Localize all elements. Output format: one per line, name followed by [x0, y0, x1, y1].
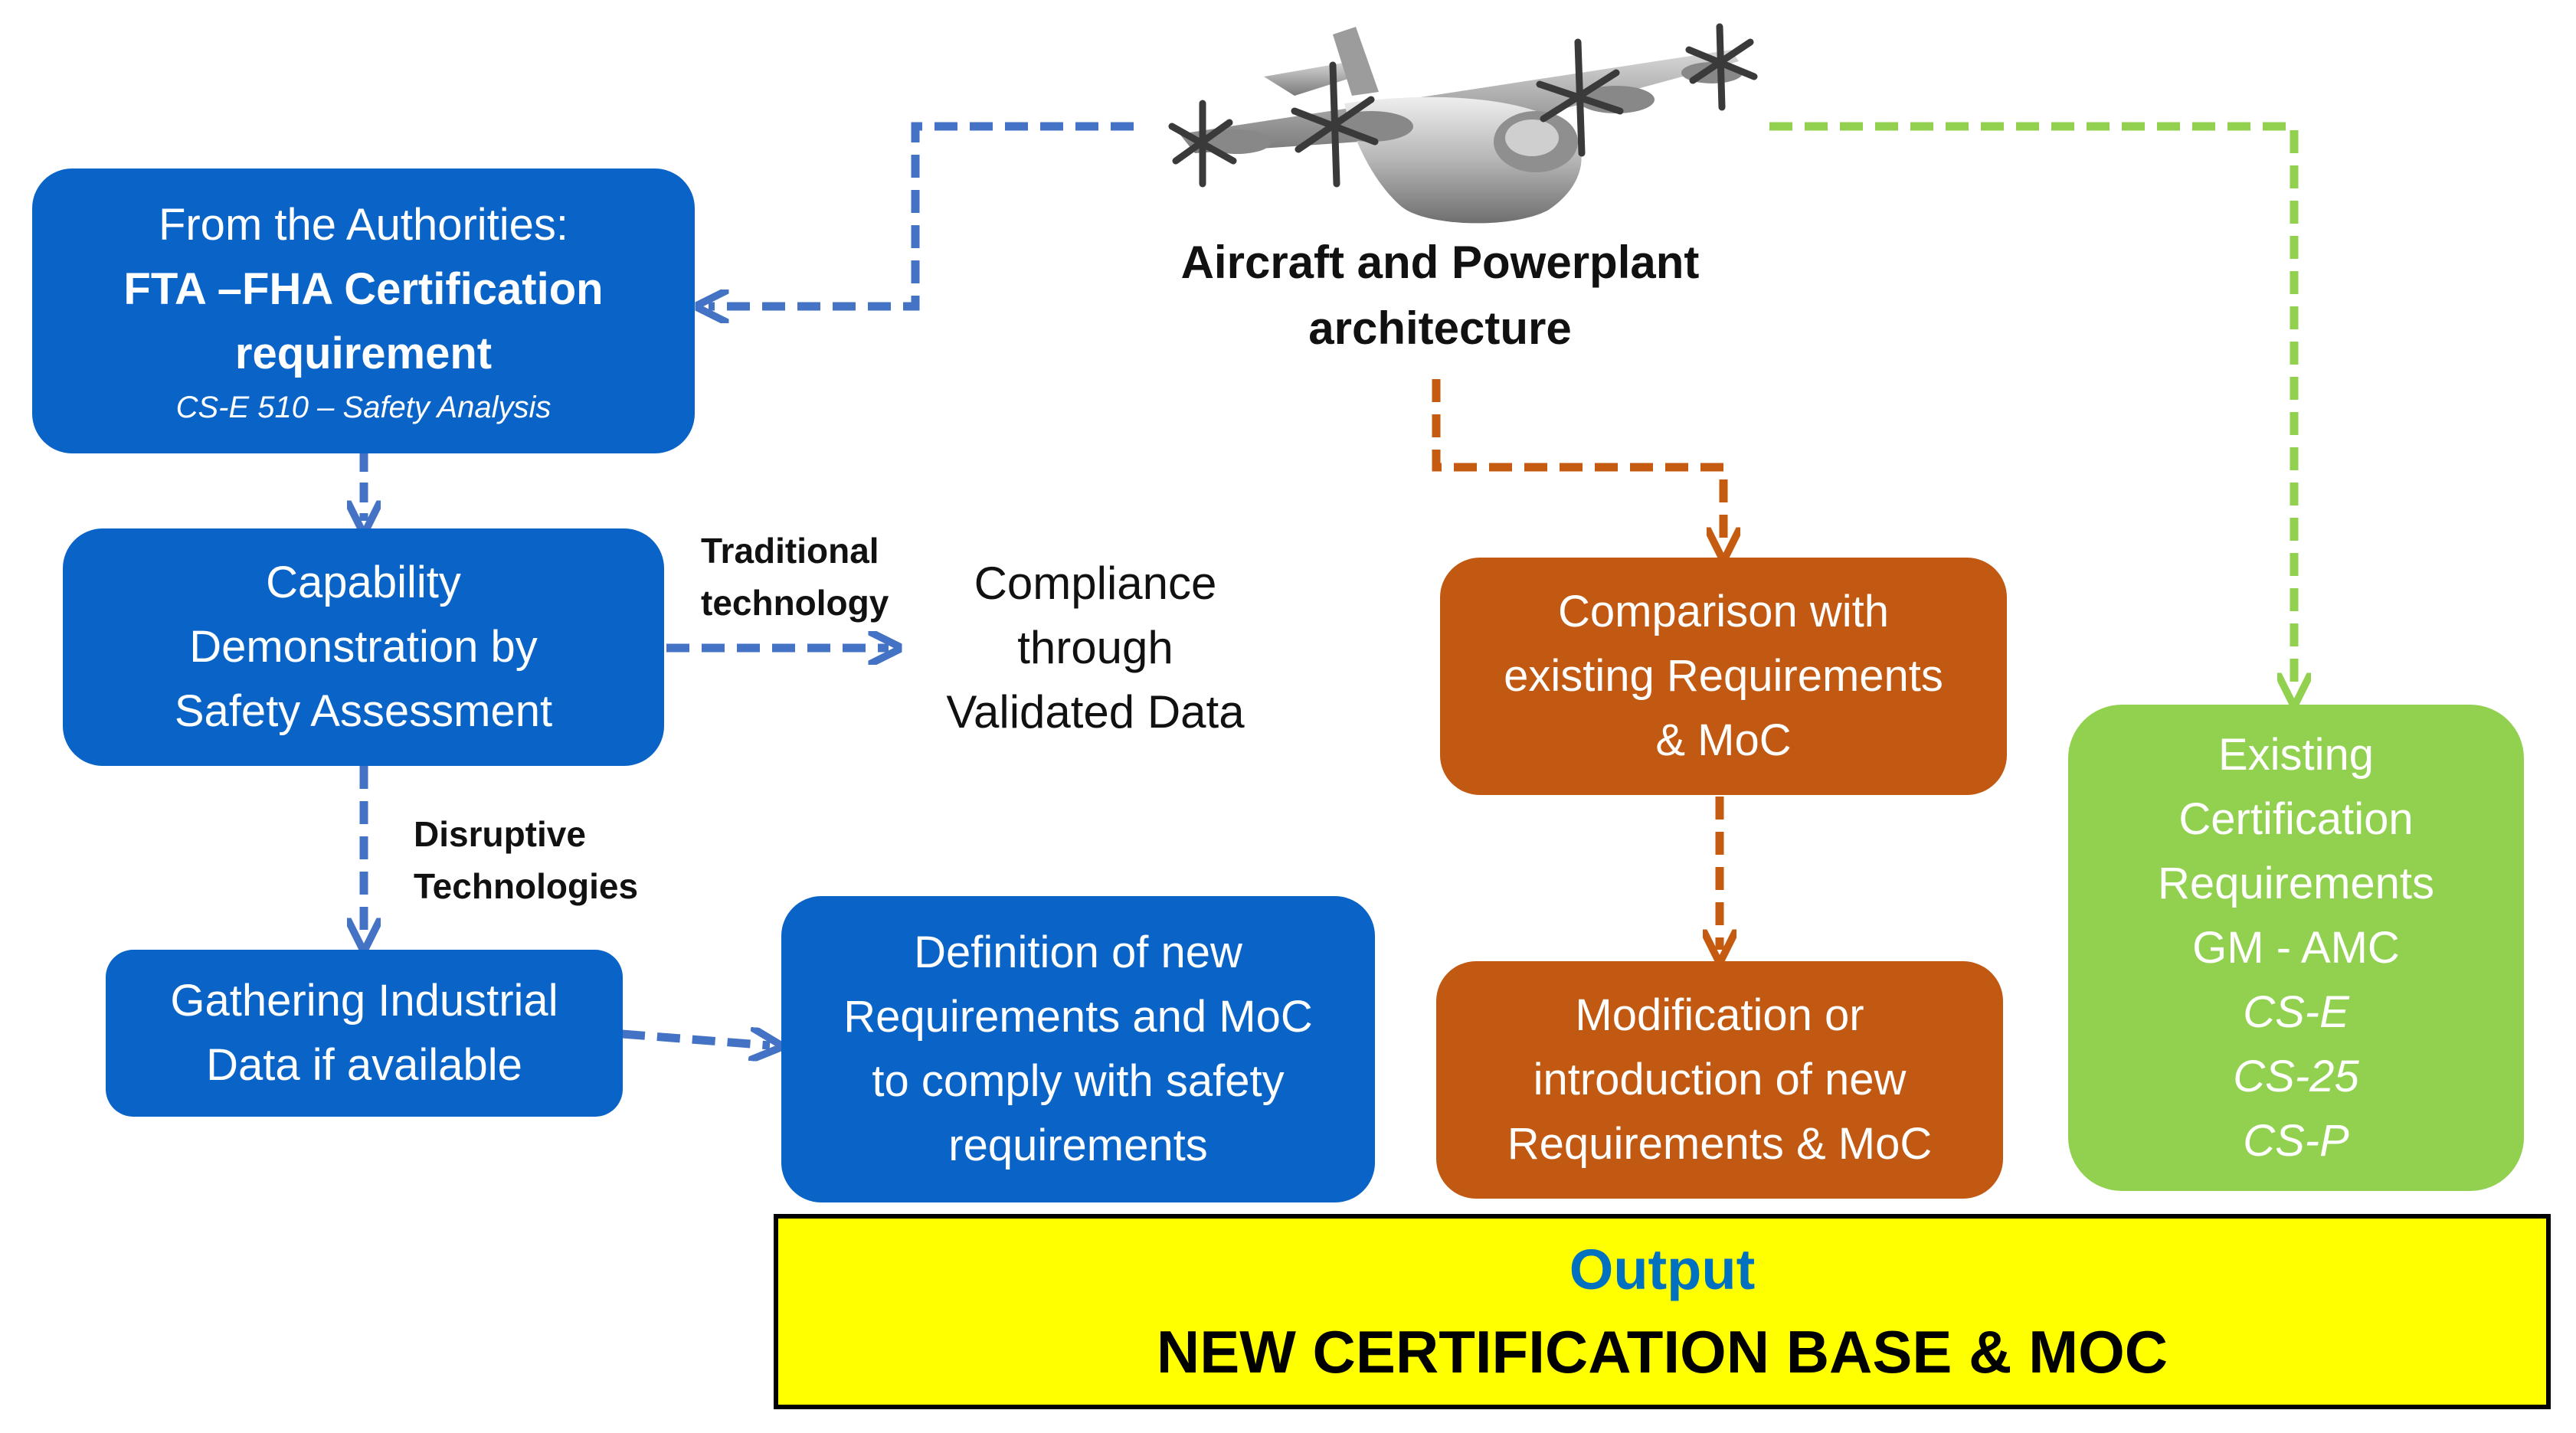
capability-line3: Safety Assessment	[174, 686, 553, 736]
connector-gathering-to-definition	[621, 1034, 770, 1045]
gathering-line1: Gathering Industrial	[170, 976, 558, 1026]
comparison-line3: & MoC	[1655, 715, 1792, 765]
gathering-line2: Data if available	[206, 1040, 522, 1090]
authorities-box: From the Authorities: FTA –FHA Certifica…	[32, 168, 695, 453]
definition-line4: requirements	[948, 1121, 1208, 1170]
existing-line7: CS-P	[2243, 1115, 2349, 1166]
capability-box: Capability Demonstration by Safety Asses…	[63, 528, 664, 766]
compliance-line1: Compliance	[974, 558, 1217, 609]
comparison-line2: existing Requirements	[1504, 651, 1943, 701]
existing-line2: Certification	[2178, 793, 2414, 844]
traditional-line2: technology	[701, 583, 889, 623]
traditional-line1: Traditional	[701, 531, 879, 571]
disruptive-line2: Technologies	[414, 866, 639, 906]
authorities-line3: requirement	[234, 329, 493, 378]
aircraft-caption-line2: architecture	[1308, 303, 1572, 354]
existing-line5: CS-E	[2243, 986, 2349, 1037]
output-box: Output NEW CERTIFICATION BASE & MOC	[774, 1214, 2551, 1409]
comparison-box: Comparison with existing Requirements & …	[1440, 558, 2007, 795]
compliance-line2: through	[1017, 622, 1173, 673]
aircraft-caption: Aircraft and Powerplant architecture	[1111, 230, 1769, 362]
modification-line3: Requirements & MoC	[1507, 1119, 1933, 1169]
disruptive-line1: Disruptive	[414, 814, 586, 854]
definition-line2: Requirements and MoC	[843, 992, 1313, 1042]
gathering-box: Gathering Industrial Data if available	[106, 950, 623, 1117]
capability-line1: Capability	[266, 558, 461, 607]
existing-line4: GM - AMC	[2192, 922, 2400, 973]
compliance-text: Compliance through Validated Data	[904, 551, 1287, 744]
authorities-reference: CS-E 510 – Safety Analysis	[175, 391, 552, 424]
existing-line6: CS-25	[2233, 1051, 2359, 1101]
authorities-line1: From the Authorities:	[158, 200, 569, 250]
definition-line3: to comply with safety	[872, 1056, 1285, 1106]
connector-aircraft-to-authorities	[709, 122, 1134, 306]
definition-box: Definition of new Requirements and MoC t…	[781, 896, 1375, 1202]
modification-line1: Modification or	[1575, 990, 1864, 1040]
connector-aircraft-to-comparison	[1432, 379, 1723, 548]
compliance-line3: Validated Data	[946, 686, 1245, 738]
connector-aircraft-to-existing	[1769, 122, 2294, 693]
disruptive-technologies-label: Disruptive Technologies	[414, 808, 638, 912]
existing-requirements-box: Existing Certification Requirements GM -…	[2068, 705, 2524, 1191]
output-heading: Output	[1569, 1237, 1756, 1301]
comparison-line1: Comparison with	[1558, 587, 1889, 636]
authorities-line2: FTA –FHA Certification	[123, 264, 604, 314]
turboprop-aircraft-icon	[1168, 23, 1758, 224]
traditional-technology-label: Traditional technology	[701, 525, 889, 629]
output-body: NEW CERTIFICATION BASE & MOC	[1156, 1317, 2168, 1386]
existing-line3: Requirements	[2157, 858, 2435, 908]
modification-box: Modification or introduction of new Requ…	[1436, 961, 2003, 1199]
aircraft-caption-line1: Aircraft and Powerplant	[1180, 237, 1700, 288]
capability-line2: Demonstration by	[189, 622, 538, 672]
existing-line1: Existing	[2218, 729, 2375, 780]
definition-line1: Definition of new	[914, 928, 1242, 977]
modification-line2: introduction of new	[1533, 1055, 1907, 1104]
